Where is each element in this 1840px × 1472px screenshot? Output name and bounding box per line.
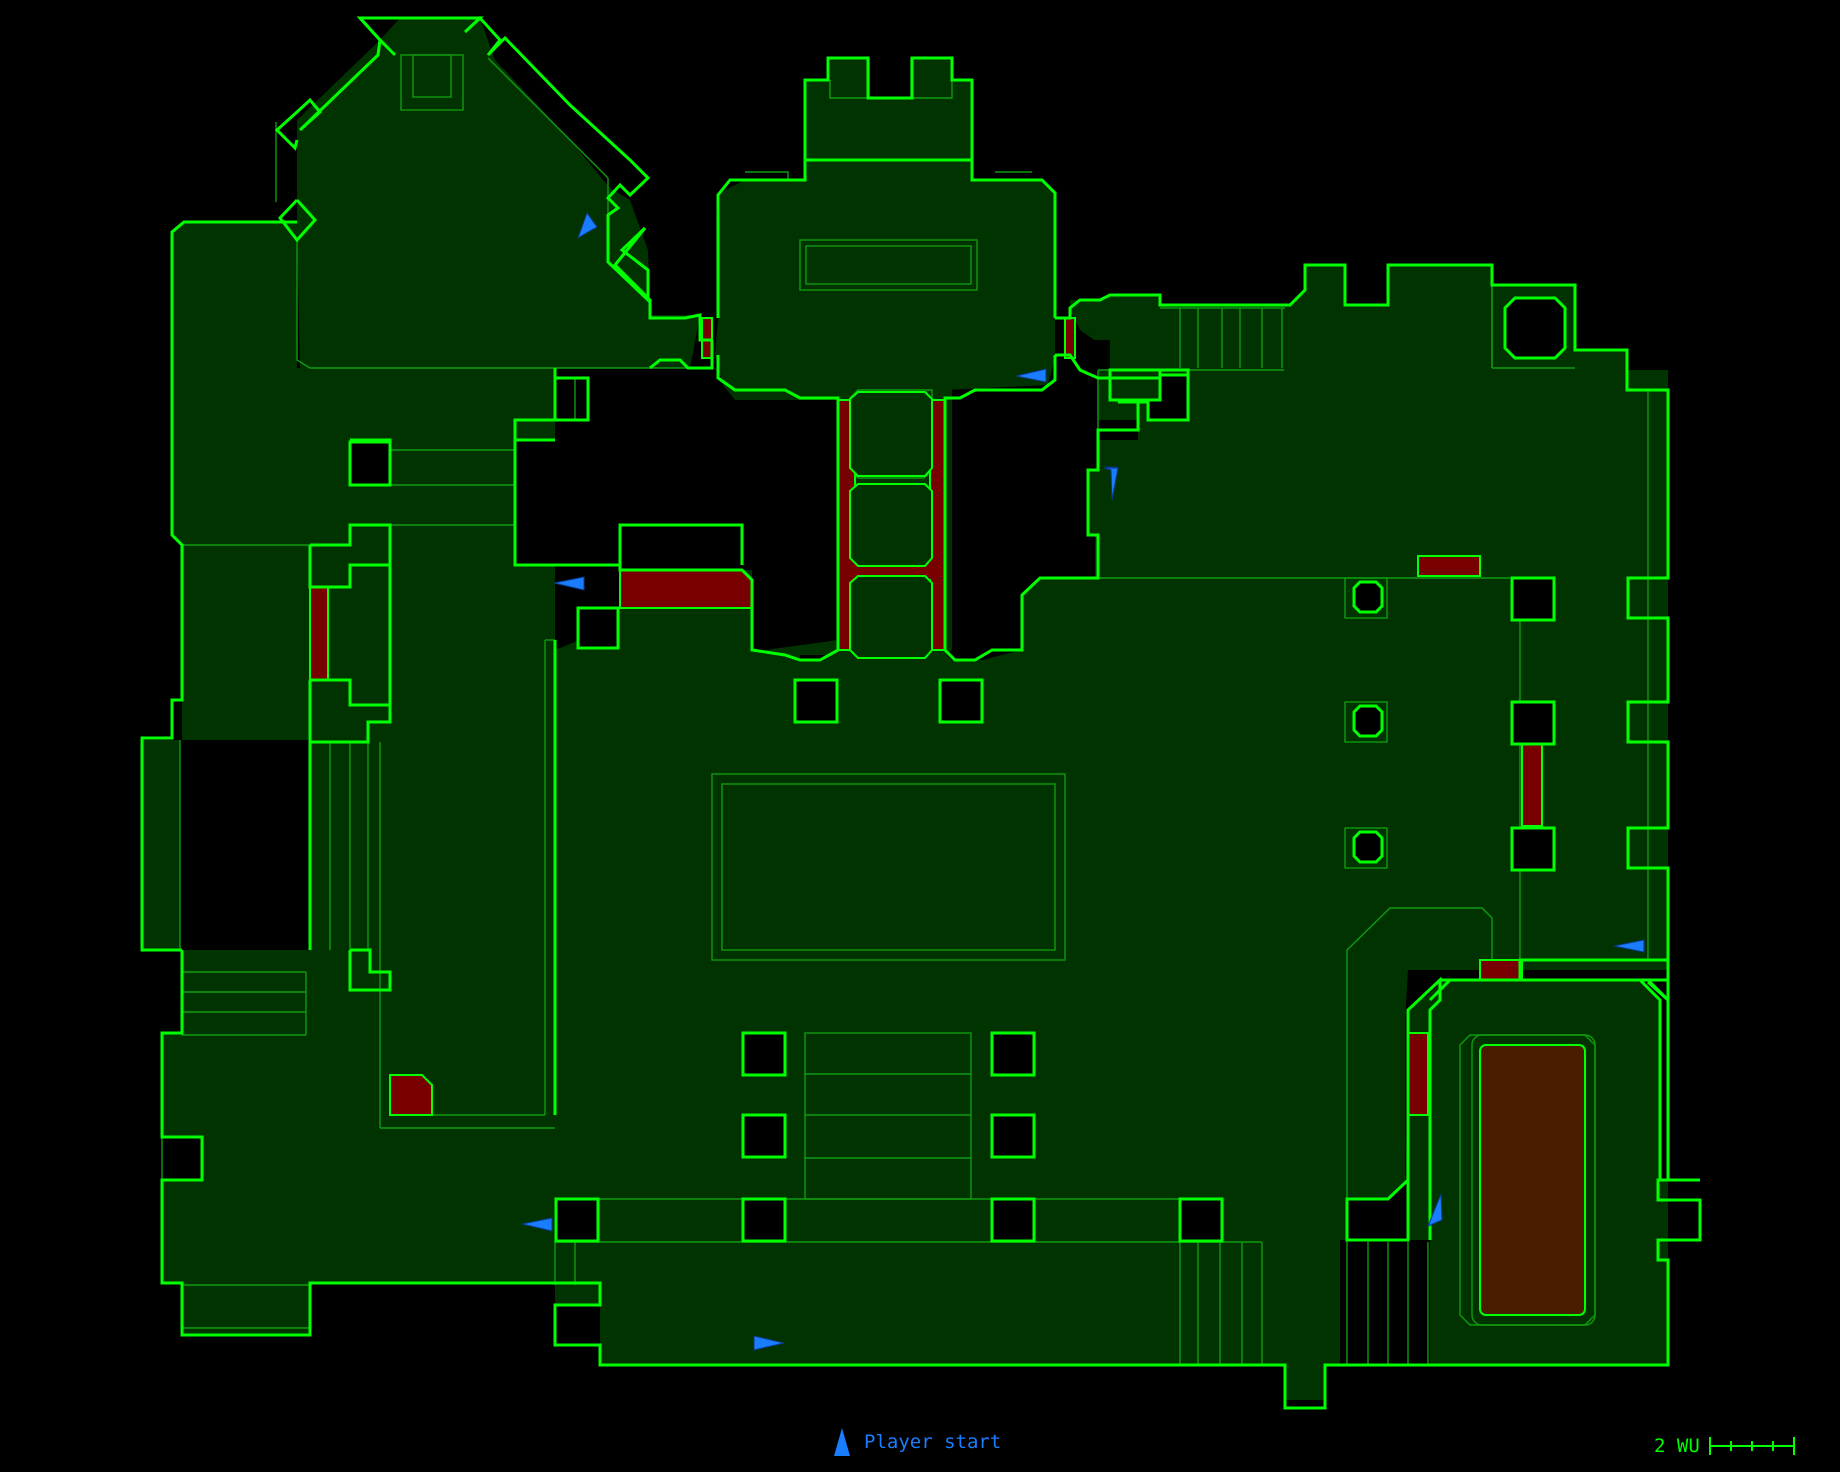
pillar	[990, 1197, 1036, 1243]
pillar	[793, 678, 839, 724]
pillars	[348, 296, 1567, 1243]
player-start-icon[interactable]	[753, 1335, 785, 1351]
scale-bar-icon	[1708, 1437, 1795, 1455]
pillar	[1510, 576, 1556, 622]
wall-block-se	[1345, 1176, 1410, 1242]
pillar-rounded	[1352, 704, 1384, 738]
west-corridor	[310, 565, 555, 1115]
pillar	[1178, 1197, 1224, 1243]
pillar	[1510, 826, 1556, 872]
pillar	[348, 440, 392, 487]
scale-label: 2 WU	[1654, 1435, 1700, 1457]
pillar	[741, 1197, 787, 1243]
se-walls	[1406, 958, 1700, 1326]
player-start-icon[interactable]	[1015, 368, 1047, 383]
hazard-layer	[309, 317, 1586, 1316]
lava-strip-west	[309, 586, 329, 681]
player-start-icon[interactable]	[1613, 939, 1645, 953]
pillar	[1510, 700, 1556, 746]
detail-layer	[161, 54, 1649, 1365]
pillar-rounded	[1352, 830, 1384, 864]
nw-octagon-room	[297, 18, 700, 368]
player-start-icon[interactable]	[1427, 1193, 1443, 1227]
pillar-rounded	[1352, 580, 1384, 614]
player-start-icon[interactable]	[1103, 467, 1119, 501]
bridge-cells	[849, 391, 933, 659]
wall-block	[1117, 373, 1190, 422]
player-start-icon[interactable]	[577, 211, 598, 240]
player-starts	[521, 211, 1645, 1351]
lava-slab-ne	[1417, 555, 1481, 577]
west-lower-area	[162, 950, 600, 1335]
player-start-icon	[834, 1428, 850, 1456]
lava-step-se	[1479, 959, 1523, 981]
lava-strip-se	[1407, 1032, 1429, 1116]
pillar	[990, 1113, 1036, 1159]
legend-label: Player start	[864, 1431, 1002, 1453]
pillar-octagon	[1503, 296, 1567, 360]
pillar	[576, 606, 620, 650]
map-legend: Player start	[834, 1428, 1001, 1456]
pool	[1479, 1044, 1586, 1316]
north-tower	[805, 58, 972, 160]
player-start-icon[interactable]	[521, 1217, 553, 1232]
lava-strip-east	[1521, 741, 1543, 827]
floor-layer	[142, 18, 1668, 1400]
lava-block-sw	[389, 1074, 433, 1116]
lava-pit-west-ramp	[619, 569, 753, 609]
pillar	[741, 1031, 787, 1077]
pillar	[554, 1197, 600, 1243]
pillar	[741, 1113, 787, 1159]
north-hall	[715, 160, 1055, 400]
lava-gate-nw	[701, 317, 713, 359]
central-hall	[555, 370, 1668, 1400]
pillar	[990, 1031, 1036, 1077]
lava-gate-ne	[1064, 317, 1076, 359]
player-start-icon[interactable]	[553, 576, 585, 591]
pillar	[938, 678, 984, 724]
scale-indicator: 2 WU	[1654, 1432, 1798, 1460]
